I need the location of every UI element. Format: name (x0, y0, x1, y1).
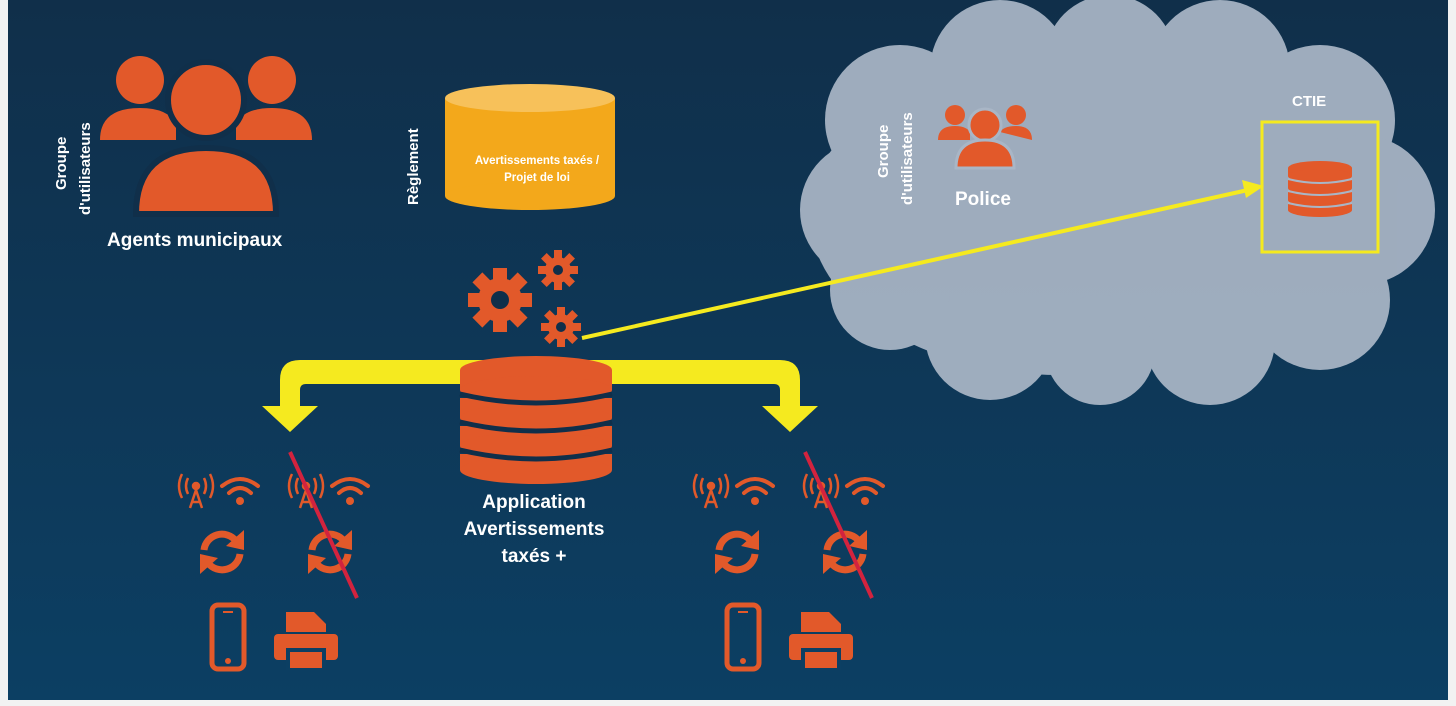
wifi-icon (845, 477, 885, 505)
cloud-side-label-2: d'utilisateurs (899, 112, 916, 205)
distribution-arrows (262, 360, 818, 432)
wifi-icon (330, 477, 370, 505)
application-name-line1: Application (482, 492, 585, 513)
unavailable-cross (288, 451, 359, 599)
printer-icon (789, 612, 853, 670)
sync-icon (308, 530, 352, 574)
database-rings (459, 391, 613, 462)
phone-icon (724, 602, 762, 672)
gears-icon (468, 250, 581, 347)
left-group-side-label-1: Groupe (53, 137, 70, 190)
sync-icon (715, 530, 759, 574)
device-group-left (177, 451, 370, 672)
sync-icon (200, 530, 244, 574)
application-name-line2: Avertissements (464, 519, 605, 540)
regulation-side-label: Règlement (405, 128, 422, 205)
wifi-icon (220, 477, 260, 505)
phone-icon (209, 602, 247, 672)
regulation-db-line1: Avertissements taxés / (475, 155, 600, 167)
regulation-database-icon (445, 84, 615, 210)
ctie-label: CTIE (1292, 93, 1326, 110)
users-group-icon (100, 56, 312, 217)
application-database-icon (460, 356, 612, 484)
police-label: Police (955, 189, 1011, 210)
unavailable-cross (803, 451, 874, 599)
device-groups (177, 451, 885, 672)
device-group-right (692, 451, 885, 672)
cloud-shape (800, 0, 1435, 405)
ctie-sync-arrow (581, 180, 1264, 340)
cloud-side-label-1: Groupe (875, 125, 892, 178)
antenna-icon (177, 473, 215, 509)
antenna-icon (287, 473, 325, 509)
application-name-line3: taxés + (502, 546, 567, 567)
police-users-icon (938, 105, 1032, 170)
sync-icon (823, 530, 867, 574)
ctie-database-icon (1288, 161, 1352, 217)
wifi-icon (735, 477, 775, 505)
ctie-box (1260, 120, 1380, 254)
regulation-db-line2: Projet de loi (504, 172, 570, 184)
left-group-name: Agents municipaux (107, 230, 283, 251)
left-group-side-label-2: d'utilisateurs (77, 122, 94, 215)
antenna-icon (692, 473, 730, 509)
printer-icon (274, 612, 338, 670)
